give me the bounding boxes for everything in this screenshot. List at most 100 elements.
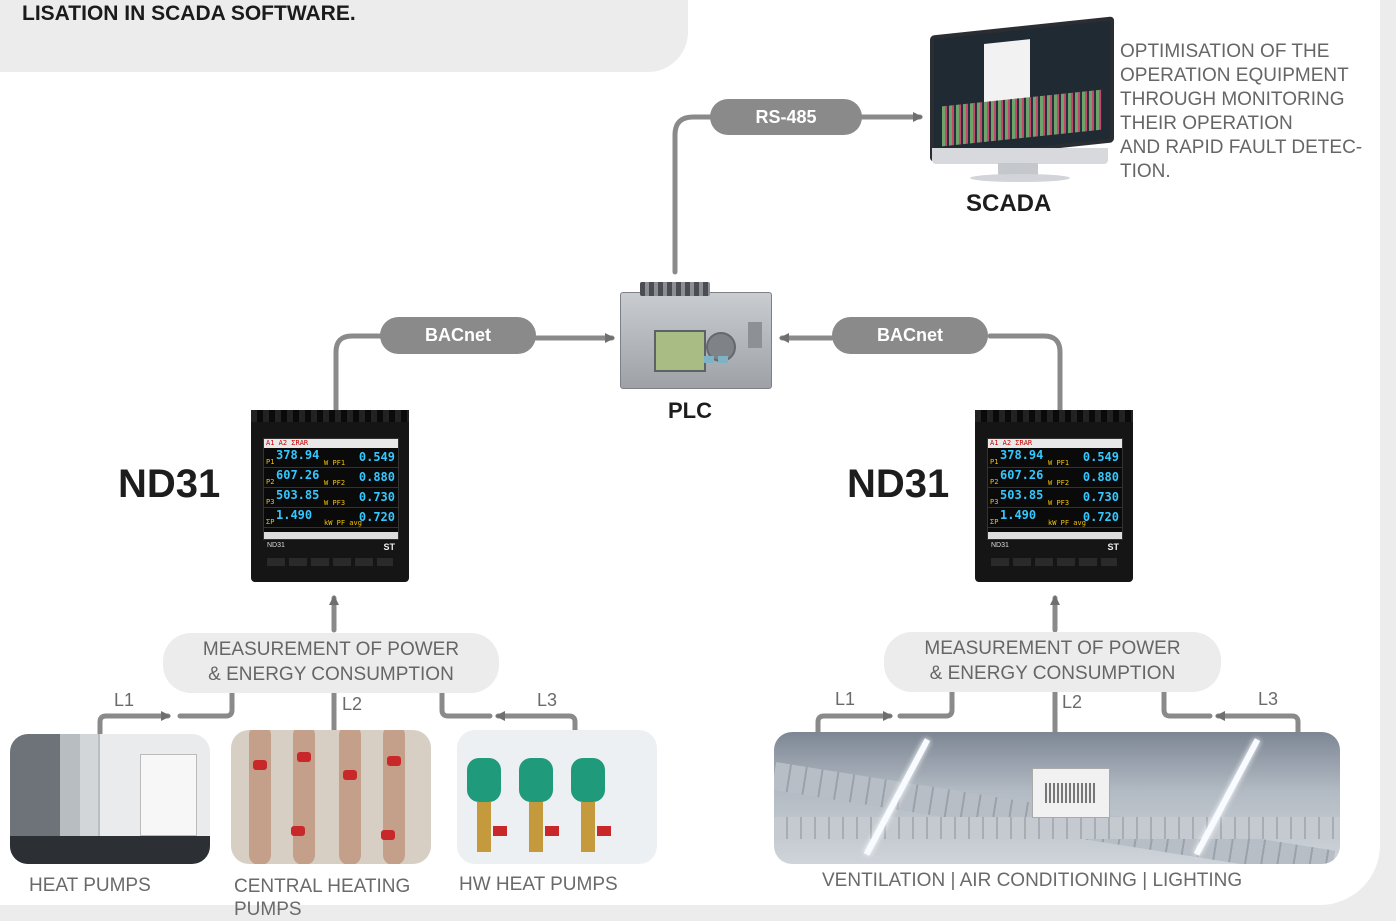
monitor-chin bbox=[932, 148, 1108, 164]
reading-label: ΣP bbox=[990, 518, 999, 526]
measurement-line: & ENERGY CONSUMPTION bbox=[929, 663, 1176, 684]
pump bbox=[467, 758, 501, 802]
caption-line: CENTRAL HEATING bbox=[234, 876, 411, 897]
desc-line: TION. bbox=[1120, 161, 1171, 182]
scada-description: OPTIMISATION OF THE OPERATION EQUIPMENT … bbox=[1120, 40, 1390, 184]
pump bbox=[519, 758, 553, 802]
reading-label: P1 bbox=[990, 458, 999, 466]
measurement-box-left: MEASUREMENT OF POWER & ENERGY CONSUMPTIO… bbox=[163, 633, 499, 693]
valve bbox=[291, 826, 305, 836]
reading-label: P1 bbox=[266, 458, 275, 466]
pf-label: PF2 bbox=[332, 479, 346, 487]
header-card: LISATION IN SCADA SOFTWARE. bbox=[0, 0, 688, 72]
pipe bbox=[80, 734, 98, 864]
measurement-line: & ENERGY CONSUMPTION bbox=[208, 664, 454, 685]
brass-fitting bbox=[581, 802, 595, 852]
rs485-pill: RS-485 bbox=[710, 99, 862, 135]
bacnet-left-pill: BACnet bbox=[380, 317, 536, 354]
unit: kW bbox=[324, 519, 333, 527]
unit: kW bbox=[1048, 519, 1057, 527]
reading-row: 378.94 0.549 P1 W PF1 bbox=[264, 448, 398, 468]
meter-model: ND31 bbox=[991, 542, 1009, 549]
l2-label-right: L2 bbox=[1062, 692, 1083, 712]
reading-value: 607.26 bbox=[1000, 468, 1044, 482]
screen-softkeys bbox=[264, 532, 398, 539]
reading-value: 607.26 bbox=[276, 468, 320, 482]
unit: W bbox=[324, 479, 329, 487]
floor bbox=[10, 836, 210, 864]
l1-label-left: L1 bbox=[114, 690, 135, 710]
pf-label: PF1 bbox=[332, 459, 346, 467]
pf-label: PF2 bbox=[1056, 479, 1070, 487]
meter-title-left: ND31 bbox=[118, 462, 221, 506]
meter-vent bbox=[975, 410, 1133, 422]
monitor-window bbox=[984, 39, 1030, 104]
measurement-box-right: MEASUREMENT OF POWER & ENERGY CONSUMPTIO… bbox=[884, 632, 1221, 692]
reading-label: P2 bbox=[266, 478, 275, 486]
pipe bbox=[339, 730, 361, 864]
scada-monitor bbox=[930, 8, 1114, 188]
left-l3-line bbox=[495, 711, 578, 737]
plc-button bbox=[704, 356, 714, 363]
caption-ventilation: VENTILATION | AIR CONDITIONING | LIGHTIN… bbox=[822, 870, 1243, 891]
reading-value: 378.94 bbox=[276, 448, 320, 462]
reading-value: 503.85 bbox=[276, 488, 320, 502]
air-conditioner bbox=[1032, 768, 1110, 818]
pf-label: PF avg bbox=[1060, 519, 1086, 527]
brass-fitting bbox=[529, 802, 543, 852]
valve bbox=[253, 760, 267, 770]
measurement-line: MEASUREMENT OF POWER bbox=[202, 639, 460, 660]
hw-heat-pumps-photo bbox=[457, 730, 657, 864]
left-l1-line-b bbox=[177, 687, 235, 719]
plc-label: PLC bbox=[668, 398, 712, 423]
pf-label: PF3 bbox=[1056, 499, 1070, 507]
pf-value: 0.720 bbox=[358, 510, 395, 524]
reading-label: P2 bbox=[990, 478, 999, 486]
right-l1-line bbox=[815, 711, 893, 738]
plc-terminals bbox=[640, 282, 710, 296]
screen-header: A1 A2 ΣRAR bbox=[988, 439, 1122, 448]
pump bbox=[571, 758, 605, 802]
l3-label-left: L3 bbox=[537, 690, 558, 710]
meter-title-right: ND31 bbox=[847, 462, 950, 506]
reading-label: P3 bbox=[990, 498, 999, 506]
desc-line: THROUGH MONITORING bbox=[1120, 89, 1345, 110]
heat-pump-unit bbox=[140, 754, 197, 836]
pf-label: PF avg bbox=[336, 519, 362, 527]
valve bbox=[297, 752, 311, 762]
reading-unit-pf: kW PF avg bbox=[1048, 519, 1086, 527]
meter-vent bbox=[251, 410, 409, 422]
meter-screen: A1 A2 ΣRAR 378.94 0.549 P1 W PF1 607.26 … bbox=[263, 438, 399, 540]
meter-logo: ST bbox=[1107, 542, 1119, 552]
scada-label: SCADA bbox=[966, 190, 1052, 217]
pipe bbox=[249, 730, 271, 864]
pf-value: 0.549 bbox=[1082, 450, 1119, 464]
right-l1-line-b bbox=[897, 685, 955, 719]
valve bbox=[343, 770, 357, 780]
pf-value: 0.549 bbox=[358, 450, 395, 464]
reading-unit-pf: W PF2 bbox=[324, 479, 345, 487]
reading-unit-pf: W PF3 bbox=[1048, 499, 1069, 507]
duct bbox=[774, 817, 1340, 839]
plc-lcd bbox=[654, 330, 706, 372]
meter-logo: ST bbox=[383, 542, 395, 552]
monitor-bars bbox=[942, 89, 1102, 147]
header-text: LISATION IN SCADA SOFTWARE. bbox=[22, 2, 356, 25]
desc-line: AND RAPID FAULT DETEC- bbox=[1120, 137, 1363, 158]
pf-value: 0.880 bbox=[1082, 470, 1119, 484]
heat-pumps-photo bbox=[10, 734, 210, 864]
unit: W bbox=[324, 499, 329, 507]
plc-device bbox=[620, 282, 772, 392]
measurement-line: MEASUREMENT OF POWER bbox=[924, 638, 1181, 659]
central-heating-photo bbox=[231, 730, 431, 864]
caption-central-heating: CENTRAL HEATING PUMPS bbox=[234, 875, 410, 921]
reading-value: 503.85 bbox=[1000, 488, 1044, 502]
l1-label-right: L1 bbox=[835, 689, 856, 709]
unit: W bbox=[1048, 499, 1053, 507]
reading-unit-pf: W PF1 bbox=[324, 459, 345, 467]
left-meter-line bbox=[333, 333, 385, 413]
valve bbox=[381, 830, 395, 840]
nd31-meter-left: A1 A2 ΣRAR 378.94 0.549 P1 W PF1 607.26 … bbox=[251, 410, 409, 582]
meter-keys bbox=[267, 558, 393, 566]
